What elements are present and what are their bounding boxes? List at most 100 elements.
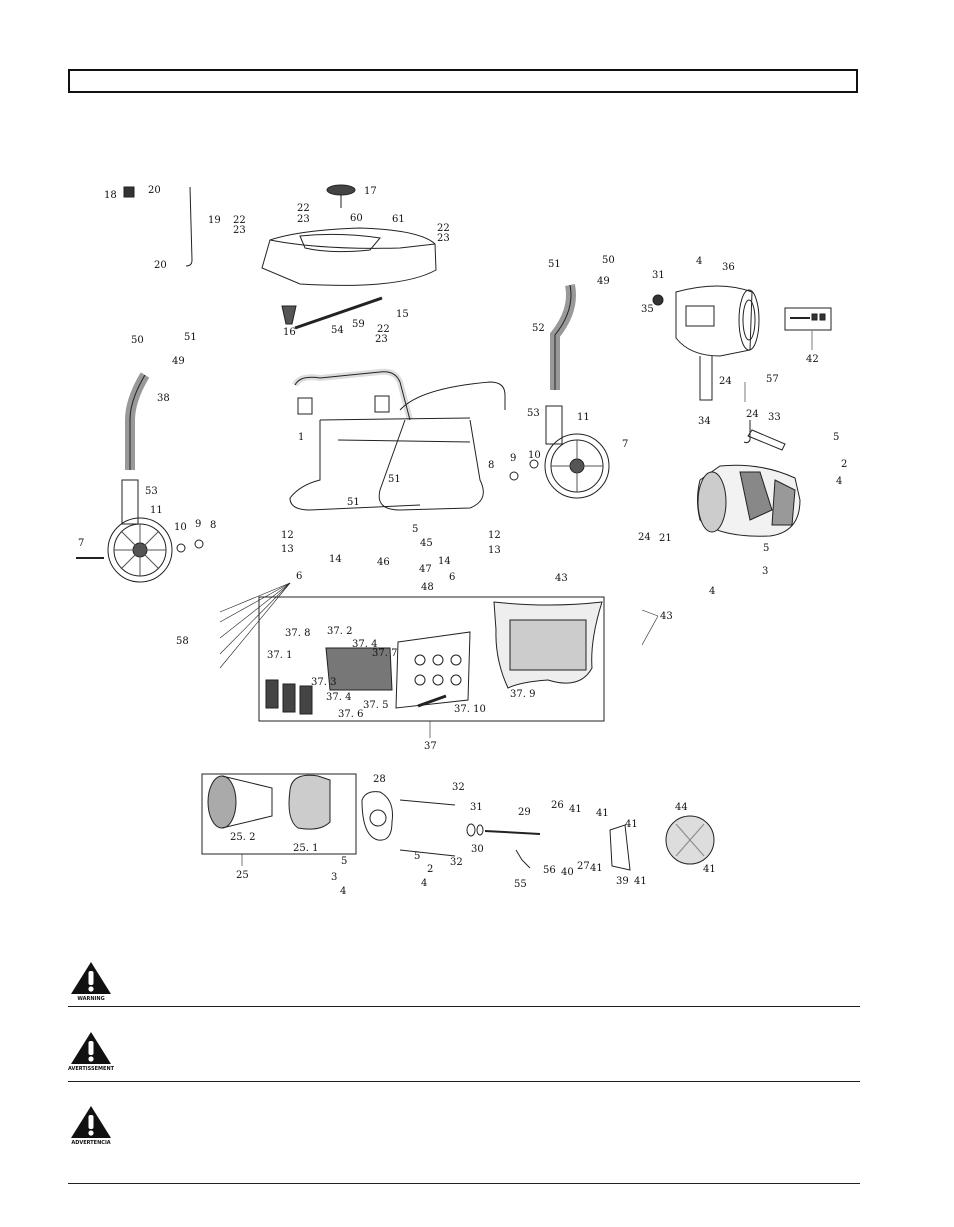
label-42: 42: [806, 354, 819, 365]
label-12: 12: [488, 530, 501, 541]
label-7: 7: [622, 439, 628, 450]
part-17-cap: [326, 184, 356, 196]
label-3: 3: [762, 566, 768, 577]
label-45: 45: [420, 538, 433, 549]
part-18: [123, 186, 135, 198]
label-12: 12: [281, 530, 294, 541]
label-27: 27: [577, 861, 590, 872]
label-58: 58: [176, 636, 189, 647]
label-22: 22: [437, 223, 450, 234]
label-6: 6: [296, 571, 302, 582]
part-10-washer-left: [176, 543, 186, 553]
label-15: 15: [396, 309, 409, 320]
label-23: 23: [437, 233, 450, 244]
warning-block-1: WARNING: [66, 960, 116, 1010]
label-51: 51: [388, 474, 401, 485]
label-37-8: 37. 8: [285, 628, 310, 639]
label-31: 31: [470, 802, 483, 813]
label-3: 3: [331, 872, 337, 883]
label-35: 35: [641, 304, 654, 315]
label-49: 49: [597, 276, 610, 287]
part-59-hose: [294, 296, 383, 330]
label-20: 20: [154, 260, 167, 271]
label-5: 5: [414, 851, 420, 862]
label-5: 5: [412, 524, 418, 535]
part-15-tank: [261, 227, 437, 286]
label-41: 41: [625, 819, 638, 830]
warning-text-1: [130, 960, 850, 1010]
label-52: 52: [532, 323, 545, 334]
label-37: 37: [424, 741, 437, 752]
warning-block-2: AVERTISSEMENT: [66, 1030, 116, 1080]
label-2: 2: [841, 459, 847, 470]
label-25-2: 25. 2: [230, 832, 255, 843]
label-4: 4: [709, 586, 715, 597]
label-5: 5: [833, 432, 839, 443]
label-48: 48: [421, 582, 434, 593]
label-31: 31: [652, 270, 665, 281]
label-13: 13: [281, 544, 294, 555]
label-37-3: 37. 3: [311, 677, 336, 688]
label-41: 41: [703, 864, 716, 875]
label-44: 44: [675, 802, 688, 813]
label-26: 26: [551, 800, 564, 811]
label-11: 11: [150, 505, 163, 516]
label-43: 43: [660, 611, 673, 622]
label-5: 5: [341, 856, 347, 867]
label-46: 46: [377, 557, 390, 568]
label-25: 25: [236, 870, 249, 881]
label-59: 59: [352, 319, 365, 330]
part-16-valve: [281, 305, 297, 325]
label-8: 8: [488, 460, 494, 471]
label-22: 22: [297, 203, 310, 214]
part-53-tube: [121, 479, 139, 525]
label-51: 51: [184, 332, 197, 343]
label-61: 61: [392, 214, 405, 225]
label-24: 24: [638, 532, 651, 543]
label-4: 4: [696, 256, 702, 267]
label-43: 43: [555, 573, 568, 584]
label-14: 14: [438, 556, 451, 567]
label-37-2: 37. 2: [327, 626, 352, 637]
label-6: 6: [449, 572, 455, 583]
label-41: 41: [590, 863, 603, 874]
warning-icon: [71, 1106, 111, 1138]
label-37-4: 37. 4: [352, 639, 377, 650]
label-38: 38: [157, 393, 170, 404]
part-29: [484, 830, 541, 835]
label-4: 4: [340, 886, 346, 897]
label-11: 11: [577, 412, 590, 423]
label-55: 55: [514, 879, 527, 890]
label-30: 30: [471, 844, 484, 855]
warning-label: WARNING: [77, 996, 105, 1002]
label-24: 24: [719, 376, 732, 387]
part-34-pipe: [699, 356, 713, 401]
label-49: 49: [172, 356, 185, 367]
label-40: 40: [561, 867, 574, 878]
label-19: 19: [208, 215, 221, 226]
label-41: 41: [634, 876, 647, 887]
label-10: 10: [528, 450, 541, 461]
label-8: 8: [210, 520, 216, 531]
label-1: 1: [298, 432, 304, 443]
label-37-9: 37. 9: [510, 689, 535, 700]
label-32: 32: [450, 857, 463, 868]
label-57: 57: [766, 374, 779, 385]
part-42-box: [784, 307, 832, 331]
label-37-10: 37. 10: [454, 704, 486, 715]
label-37-1: 37. 1: [267, 650, 292, 661]
label-37-7: 37. 7: [372, 648, 397, 659]
label-50: 50: [602, 255, 615, 266]
part-37-box: [258, 596, 605, 722]
part-9-washer-left: [194, 539, 204, 549]
label-36: 36: [722, 262, 735, 273]
label-54: 54: [331, 325, 344, 336]
label-51: 51: [548, 259, 561, 270]
part-19-tube: [185, 186, 193, 267]
header-box: [68, 69, 858, 93]
label-25-1: 25. 1: [293, 843, 318, 854]
label-51: 51: [347, 497, 360, 508]
part-25-box: [201, 773, 357, 855]
label-20: 20: [148, 185, 161, 196]
label-50: 50: [131, 335, 144, 346]
